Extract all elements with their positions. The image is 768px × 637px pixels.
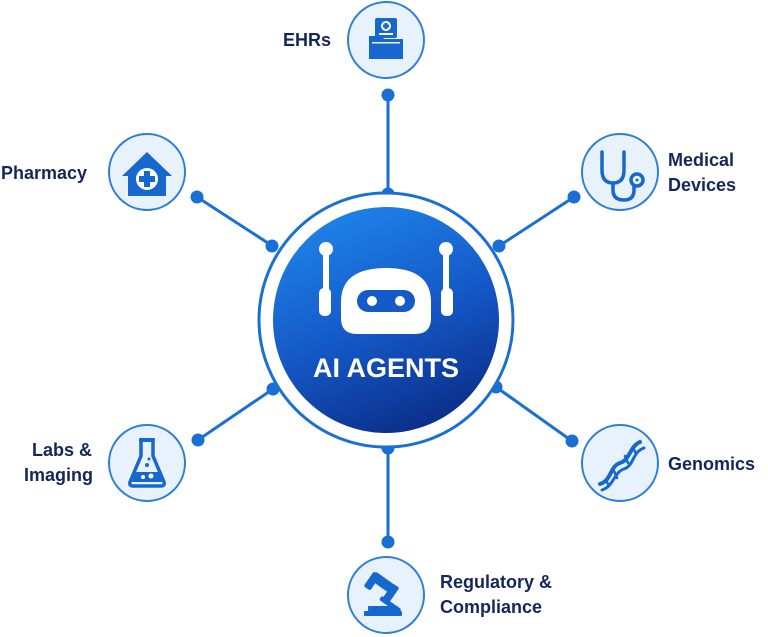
label-genomics: Genomics [668,454,756,474]
node-pharmacy [108,133,186,211]
node-labs-imaging [108,424,186,502]
gavel-icon [364,572,402,616]
connector-medical-devices [498,195,575,248]
center-title: AI AGENTS [313,353,459,383]
stethoscope-icon [600,150,645,202]
flask-icon [128,438,166,488]
connector-genomics [495,385,573,443]
robot-icon [319,242,453,334]
node-genomics [581,424,659,502]
node-ehrs [347,1,425,79]
connector-labs-imaging [197,387,274,442]
node-regulatory-compliance [347,556,425,634]
label-medical-devices: Medical Devices [668,150,737,195]
records-folder-icon [369,18,403,59]
hospital-house-icon [122,152,172,196]
central-hub: AI AGENTS [257,191,515,449]
label-regulatory-compliance: Regulatory & Compliance [440,572,553,617]
dna-icon [598,440,646,492]
label-labs-imaging: Labs & Imaging [24,440,94,485]
node-medical-devices [581,133,659,211]
label-ehrs: EHRs [283,30,332,50]
connector-pharmacy [196,195,272,247]
connectors [196,95,575,542]
label-pharmacy: Pharmacy [1,163,88,183]
